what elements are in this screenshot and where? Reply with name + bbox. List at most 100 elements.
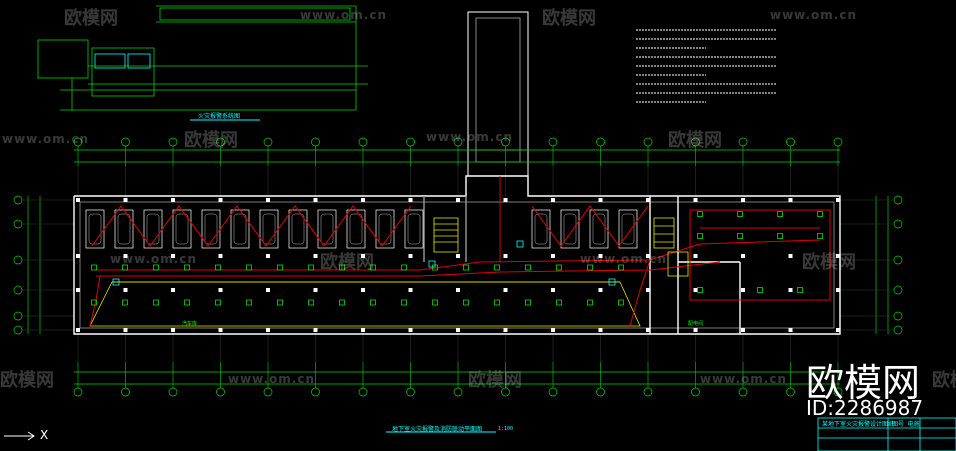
wire-trunk [96,239,821,271]
smoke-detector [463,264,469,271]
smoke-detector [91,264,97,271]
smoke-detector [153,264,159,271]
controller-panel-b [127,53,151,69]
detector [817,233,823,239]
column [598,254,603,258]
column [503,328,508,332]
detector [737,211,743,217]
title-block [817,417,956,451]
column [836,328,840,332]
parking-bay [560,209,580,249]
column [693,254,698,258]
watermark-brand: 欧模网 [668,130,722,151]
column [788,198,793,202]
axis-bubble [168,137,178,147]
smoke-detector [246,264,252,271]
module-box [112,278,120,286]
smoke-detector [122,264,128,271]
column [503,288,508,292]
alarm-wiring [89,176,831,327]
column [456,288,460,292]
fire-alarm-system-diagram [37,5,368,111]
column [361,288,365,292]
column [836,288,840,292]
controller-box [91,47,155,97]
smoke-detector [184,264,190,271]
wire-drop [629,259,651,327]
detector [697,287,703,293]
parking-bay [230,209,250,249]
smoke-detector [525,299,531,306]
watermark-site: www.om.cn [700,372,788,386]
axis-bubble [311,387,320,397]
watermark-brand: 欧模网 [0,370,54,391]
column [788,288,793,292]
axis-bubble [453,387,463,397]
watermark-site: www.om.cn [2,132,90,146]
wire-loop [689,209,831,301]
column [598,198,603,202]
smoke-detector [525,264,531,271]
watermark-brand: 欧模网 [802,252,856,273]
axis-bubble [406,387,415,397]
system-title: 火灾报警系统图 [198,113,241,120]
column [646,288,650,292]
parking-bay [404,209,424,249]
column [266,328,270,332]
column [218,254,223,258]
detector [777,211,783,217]
plan-scale: 1:100 [498,426,514,432]
axis-bubble [311,137,320,147]
column [408,254,413,258]
smoke-detector [91,299,97,306]
title-block-text: 某地下室火灾报警设计图纸 [822,421,895,428]
column [218,288,223,292]
column [836,254,840,258]
smoke-detector [618,299,624,306]
axis-bubble [643,387,653,397]
column [266,198,270,202]
stair-symbols [433,217,689,277]
ucs-axis-x: X [40,428,49,442]
car-outline [262,213,276,245]
smoke-detector [184,299,190,306]
column [76,288,80,292]
axis-bubble [548,137,558,147]
car-outline [407,213,421,245]
column [503,198,508,202]
axis-bubble [786,387,795,397]
detector [817,211,823,217]
axis-bubble [121,137,130,147]
column [76,198,80,202]
car-outline [592,213,606,245]
top-axis-grid [73,137,843,196]
parking-bay [114,209,134,249]
axis-bubble [596,387,605,397]
smoke-detector [587,299,593,306]
axis-bubble [893,311,903,321]
car-outline [563,213,577,245]
smoke-detector [494,264,500,271]
column [361,254,365,258]
smoke-detector [339,299,345,306]
watermark-site: www.om.cn [426,130,514,144]
smoke-detector [215,299,221,306]
smoke-detector [277,299,283,306]
column [741,288,745,292]
axis-bubble [643,137,653,147]
column [266,254,270,258]
axis-bubble [13,195,23,205]
watermark-site: www.om.cn [300,8,388,22]
car-outline [378,213,392,245]
detector [797,287,803,293]
parking-bay [346,209,366,249]
column [123,328,128,332]
column [361,328,365,332]
smoke-detector [556,299,562,306]
car-outline [117,213,131,245]
module-box [608,278,616,286]
smoke-detector [370,264,376,271]
parking-bay [172,209,192,249]
watermark-id: ID:2286987 [806,396,924,420]
watermark-site: www.om.cn [770,8,858,22]
